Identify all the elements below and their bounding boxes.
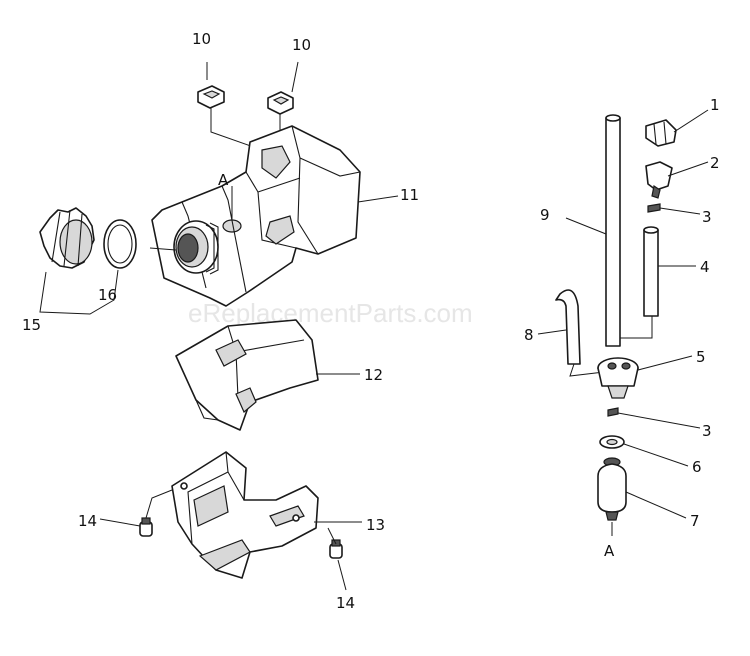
ref-A-tank: A [218,171,229,189]
grommet-left [197,85,225,109]
callout-11: 11 [400,186,419,204]
line-cap [645,119,677,147]
washer [599,435,625,449]
gasket [103,219,137,269]
fuel-hose [555,289,581,365]
callout-14-right: 14 [336,594,355,612]
callout-10-left: 10 [192,30,211,48]
short-tube [643,226,659,317]
grommet-right [267,91,294,115]
mounting-bracket [171,451,319,579]
callout-12: 12 [364,366,383,384]
fuel-tank [151,125,361,307]
callout-15: 15 [22,316,41,334]
callout-16: 16 [98,286,117,304]
callout-5: 5 [696,348,706,366]
fuel-cap [39,207,95,269]
callout-2: 2 [710,154,720,172]
filter-element [645,161,673,199]
bolt-left [139,517,153,537]
clip-upper [647,203,661,213]
callout-10-right: 10 [292,36,311,54]
bolt-right [329,539,343,559]
clip-lower [607,407,619,417]
fuel-strainer [597,457,627,521]
tank-guard [175,319,319,431]
vent-pipe [605,114,621,347]
callout-1: 1 [710,96,720,114]
callout-14-left: 14 [78,512,97,530]
callout-13: 13 [366,516,385,534]
watermark: eReplacementParts.com [188,298,473,328]
callout-4: 4 [700,258,710,276]
callout-8: 8 [524,326,534,344]
ref-A-filter: A [604,542,615,560]
callout-3-upper: 3 [702,208,712,226]
callout-7: 7 [690,512,700,530]
pipe-fitting [597,357,639,399]
callout-6: 6 [692,458,702,476]
callout-3-lower: 3 [702,422,712,440]
callout-9: 9 [540,206,550,224]
